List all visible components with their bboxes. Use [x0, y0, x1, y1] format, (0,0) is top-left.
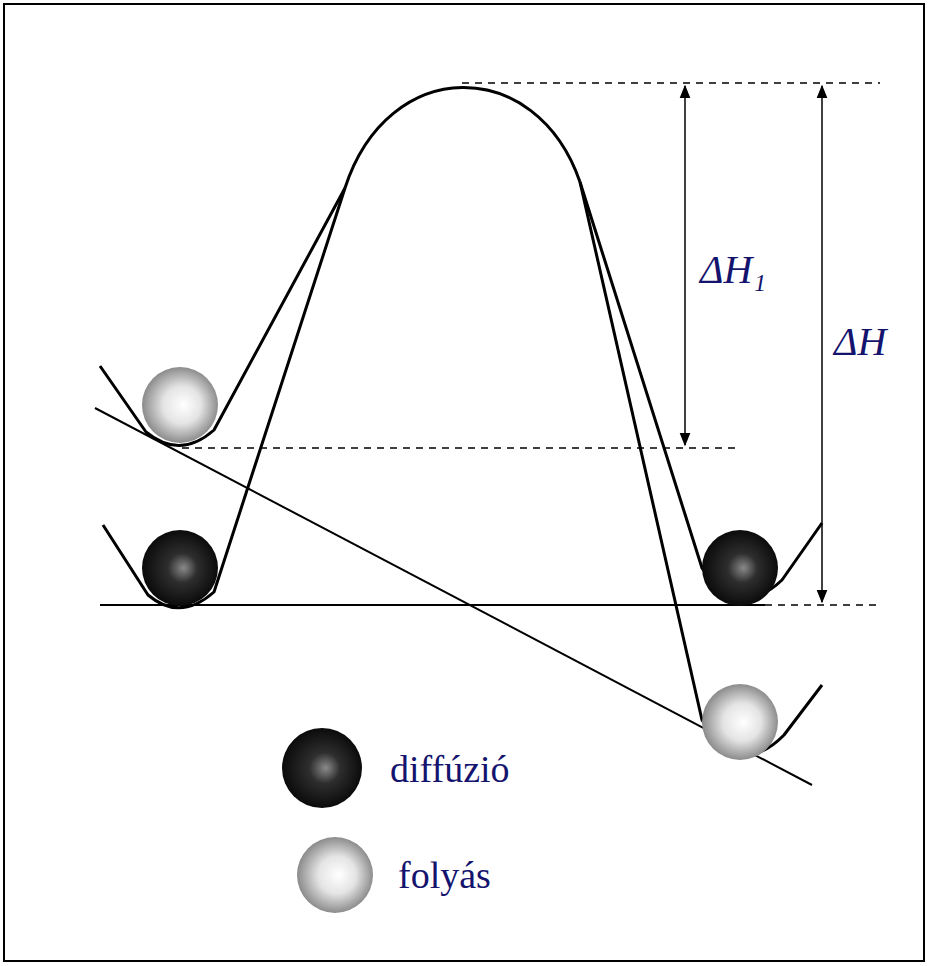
energy-label: ΔH₁ — [700, 250, 766, 290]
flow-ball — [702, 684, 778, 760]
tilted-baseline — [95, 408, 812, 785]
energy-label: ΔH — [834, 322, 886, 362]
legend-text: diffúzió — [390, 750, 510, 788]
legend-text: folyás — [398, 856, 491, 894]
flow-ball — [142, 367, 218, 443]
potential-curves — [100, 87, 822, 754]
dimension-arrow — [821, 86, 823, 602]
dashed-levels — [182, 83, 880, 605]
legend-sample — [297, 837, 373, 913]
dimension-arrow — [684, 86, 686, 445]
diffusion-ball — [702, 530, 778, 606]
baseline — [100, 604, 765, 606]
diffusion-ball — [142, 530, 218, 606]
legend-sample — [282, 728, 362, 808]
frame — [4, 4, 924, 961]
